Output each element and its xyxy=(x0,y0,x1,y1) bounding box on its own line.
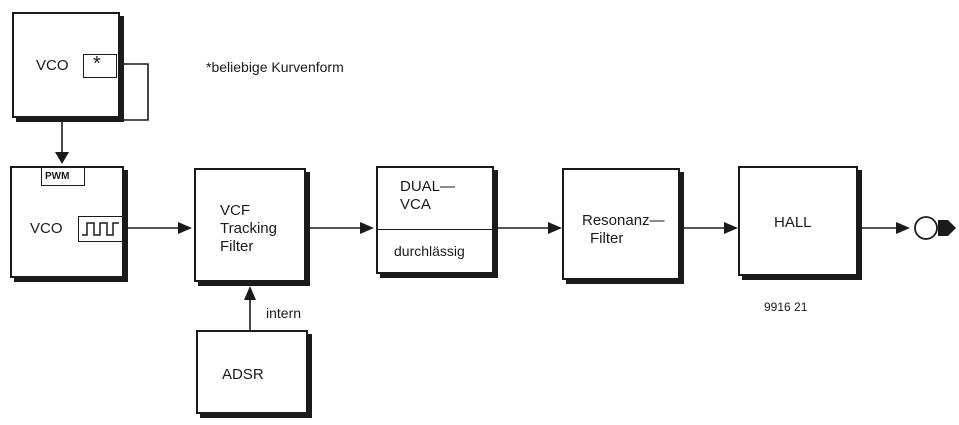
vcf-label-line2: Tracking xyxy=(220,220,277,237)
arrow-output xyxy=(896,222,910,234)
adsr-block: ADSR xyxy=(196,330,308,414)
vca-label-line2: VCA xyxy=(400,196,431,213)
wire-vco-to-pwm xyxy=(61,63,149,156)
arrow-vcf-input xyxy=(178,222,192,234)
adsr-label: ADSR xyxy=(222,366,264,383)
arrow-vcf-control-input xyxy=(244,286,256,300)
asterisk-label: * xyxy=(93,53,101,75)
intern-label: intern xyxy=(266,305,302,321)
vco-top-output-port: * xyxy=(83,54,117,78)
dual-vca-block: DUAL— VCA durchlässig xyxy=(376,166,494,274)
vco-main-label: VCO xyxy=(30,220,63,237)
output-jack-icon xyxy=(914,216,956,240)
waveform-note: *beliebige Kurvenform xyxy=(206,59,344,75)
resonanz-label-line1: Resonanz— xyxy=(582,212,665,229)
vca-label-line1: DUAL— xyxy=(400,178,456,195)
arrow-pwm-input xyxy=(55,152,69,164)
vca-divider xyxy=(378,229,492,230)
hall-block: HALL xyxy=(738,166,858,276)
vcf-label-line3: Filter xyxy=(220,238,254,255)
vco-block-top: VCO * xyxy=(12,12,120,118)
pwm-label: PWM xyxy=(45,171,70,182)
arrow-vca-input xyxy=(360,222,374,234)
figure-number: 9916 21 xyxy=(764,300,808,314)
vca-label-line3: durchlässig xyxy=(394,243,465,259)
square-wave-icon xyxy=(78,216,126,242)
resonanz-label-line2: Filter xyxy=(590,230,624,247)
resonanz-filter-block: Resonanz— Filter xyxy=(562,168,680,280)
vcf-tracking-filter-block: VCF Tracking Filter xyxy=(194,168,306,282)
hall-label: HALL xyxy=(774,214,812,231)
pwm-input-port: PWM xyxy=(41,168,85,186)
vcf-label-line1: VCF xyxy=(220,202,250,219)
vco-top-label: VCO xyxy=(36,57,69,74)
arrow-hall-input xyxy=(724,222,738,234)
arrow-resonanz-input xyxy=(548,222,562,234)
vco-block-main: PWM VCO xyxy=(10,166,126,278)
